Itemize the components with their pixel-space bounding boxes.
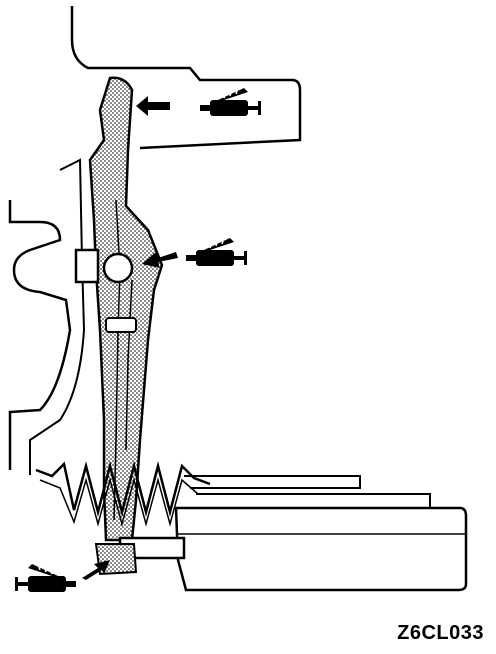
grease-gun-icon: [185, 237, 248, 267]
figure-code: Z6CL033: [397, 622, 484, 644]
grease-arrow-top: [136, 96, 170, 116]
grease-gun-icon: [14, 563, 77, 593]
cylinder-bracket: [184, 475, 361, 489]
dust-boot-inner: [39, 477, 199, 527]
case-inner-line: [29, 158, 86, 475]
slave-cylinder: [174, 506, 468, 592]
cylinder-bracket-2: [196, 493, 431, 508]
dust-boot: [35, 461, 211, 517]
fork-bolt: [105, 317, 137, 333]
grease-arrow-middle: [142, 252, 178, 268]
grease-gun-icon: [199, 87, 262, 117]
fork-rib-2: [125, 279, 133, 451]
pivot-ball: [102, 252, 134, 284]
housing-outline: [70, 6, 302, 150]
transmission-case-outline: [8, 200, 72, 470]
grease-arrow-bottom: [82, 560, 110, 580]
pivot-stud: [74, 248, 100, 284]
